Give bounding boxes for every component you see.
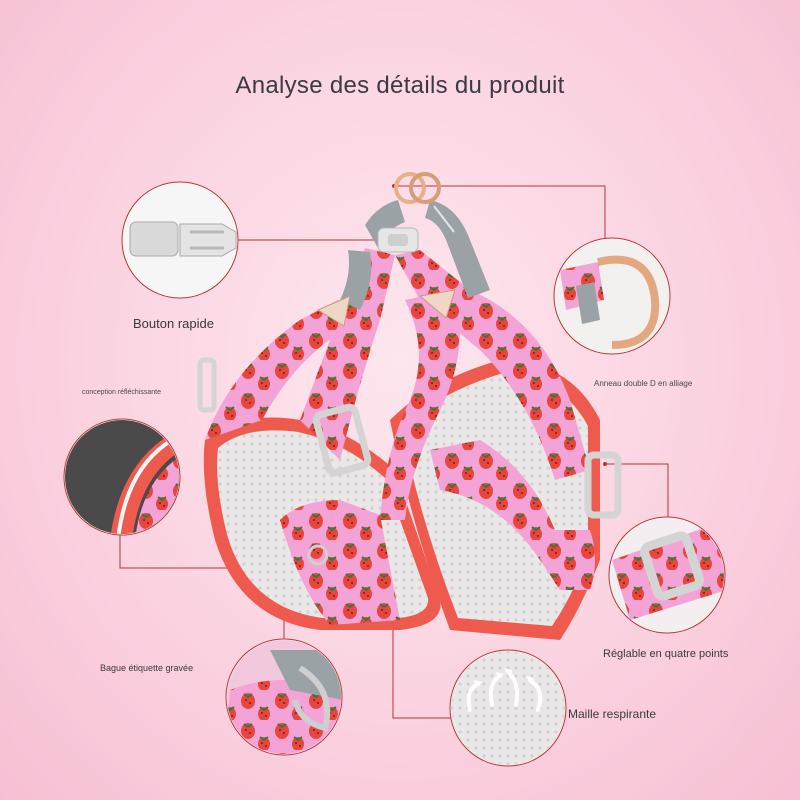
detail-d-ring [553, 237, 671, 355]
label-adjustable: Réglable en quatre points [603, 648, 729, 660]
label-quick-button: Bouton rapide [133, 316, 214, 331]
label-mesh: Maille respirante [568, 707, 657, 721]
label-engraved-tag: Bague étiquette gravée [100, 663, 194, 673]
harness-illustration [197, 172, 622, 640]
page-title: Analyse des détails du produit [235, 72, 565, 99]
detail-reflective [63, 418, 181, 536]
detail-mesh [449, 649, 567, 767]
detail-quick-buckle [121, 181, 239, 299]
detail-adjuster [608, 516, 726, 634]
label-reflective: conception réfléchissante [82, 389, 161, 396]
label-d-ring: Anneau double D en alliage [594, 379, 693, 388]
detail-tag-ring [225, 638, 343, 756]
